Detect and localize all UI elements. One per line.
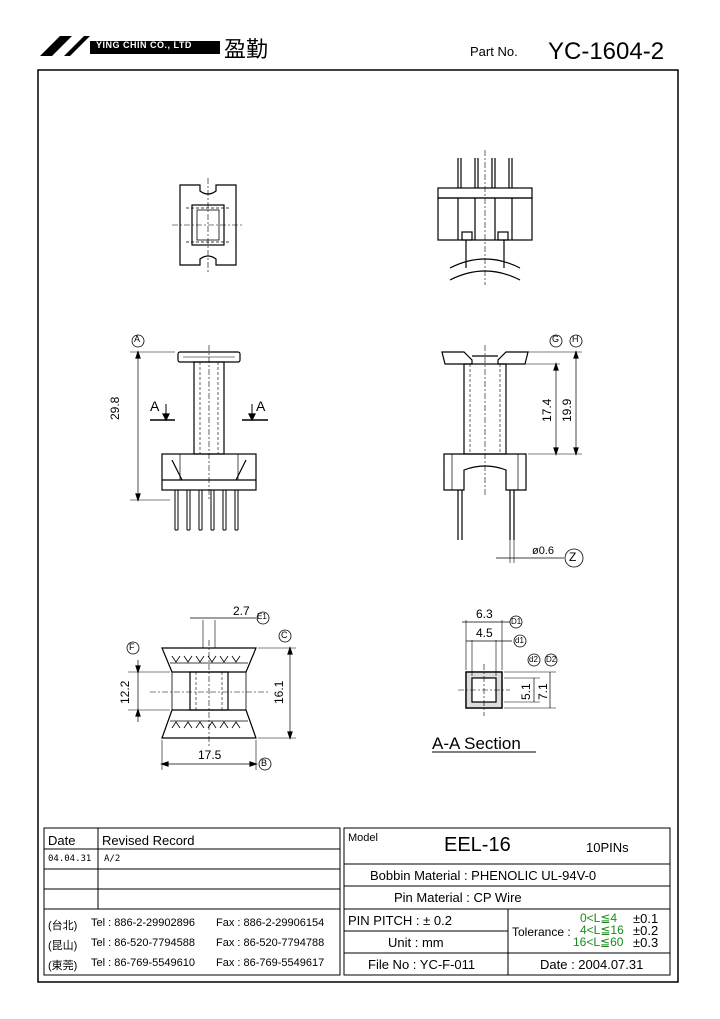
dim-17-4: 17.4 [540,398,554,422]
dim-6-3: 6.3 [476,607,493,621]
record-table [43,827,341,976]
company-name-cn: 盈勤 [224,38,269,63]
label-f-circle: F [129,642,135,652]
part-no-label: Part No. [470,44,518,59]
section-mark-a-right: A [256,398,266,414]
part-no: YC-1604-2 [548,38,665,65]
bottom-view [126,611,296,771]
dim-5-1: 5.1 [519,683,533,700]
company-logo: YING CHIN CO., LTD [38,32,224,60]
tol-range-3: 16<L≦60 [573,935,624,949]
label-g-circle: G [552,334,560,344]
label-h-circle: H [572,334,579,344]
section-mark-a-left: A [150,398,160,414]
tol-value-3: ±0.3 [633,935,659,950]
contact-loc-kunshan: (昆山) [48,940,78,952]
tolerance-label: Tolerance : [512,925,571,939]
file-no: File No : YC-F-011 [368,957,476,972]
dim-19-9: 19.9 [560,398,574,422]
contact-tel-dongguan: Tel : 86-769-5549610 [91,957,195,969]
contact-loc-taipei: (台北) [48,920,78,932]
contact-fax-kunshan: Fax : 86-520-7794788 [216,937,325,949]
model-label: Model [348,832,378,844]
logo-mark-icon [40,36,220,56]
pin-pitch: PIN PITCH : ± 0.2 [348,913,452,928]
label-d1-upper-circle: D1 [511,617,522,626]
dim-17-5: 17.5 [198,748,222,762]
unit: Unit : mm [388,935,444,950]
dim-2-7: 2.7 [233,604,250,618]
company-name: YING CHIN CO., LTD [96,40,192,50]
top-view [172,178,244,272]
drawing-frame [37,69,679,983]
drawing-date: Date : 2004.07.31 [540,957,644,972]
label-d2-lower-circle: d2 [529,655,538,664]
model-value: EEL-16 [444,834,511,856]
contact-tel-kunshan: Tel : 86-520-7794588 [91,937,195,949]
front-view [130,334,268,531]
contact-fax-dongguan: Fax : 86-769-5549617 [216,957,325,969]
label-z-circle: Z [569,550,577,564]
pin-material: Pin Material : CP Wire [394,890,522,905]
pins [174,490,239,531]
section-title: A-A Section [432,734,521,753]
dim-29-8: 29.8 [108,396,122,420]
section-view [432,615,558,753]
contact-loc-dongguan: (東莞) [48,960,78,972]
label-d1-lower-circle: d1 [515,636,524,645]
record-row-1-date: 04.04.31 [48,854,92,864]
dim-pin-dia: ø0.6 [532,545,555,557]
tol-value-2: ±0.2 [633,923,659,938]
bobbin-material: Bobbin Material : PHENOLIC UL-94V-0 [370,868,597,883]
label-d2-upper-circle: D2 [546,655,557,664]
dim-7-1: 7.1 [536,683,550,700]
dim-4-5: 4.5 [476,626,493,640]
tol-value-1: ±0.1 [633,911,659,926]
record-row-1-record: A/2 [104,854,121,864]
spec-table [343,827,671,976]
side-view-top [437,150,533,285]
pin-count: 10PINs [586,840,629,855]
side-view-mid [441,334,584,568]
record-header: Revised Record [102,833,195,848]
label-e1-circle: E1 [257,612,267,621]
dim-12-2: 12.2 [118,680,132,704]
contact-fax-taipei: Fax : 886-2-29906154 [216,917,325,929]
tol-range-2: 4<L≦16 [580,923,624,937]
tol-range-1: 0<L≦4 [580,911,618,925]
label-a-circle: A [134,334,141,344]
label-c-circle: C [281,630,288,640]
contact-tel-taipei: Tel : 886-2-29902896 [91,917,195,929]
dim-16-1: 16.1 [272,680,286,704]
record-date-header: Date [48,833,76,848]
label-b-circle: B [261,758,268,768]
